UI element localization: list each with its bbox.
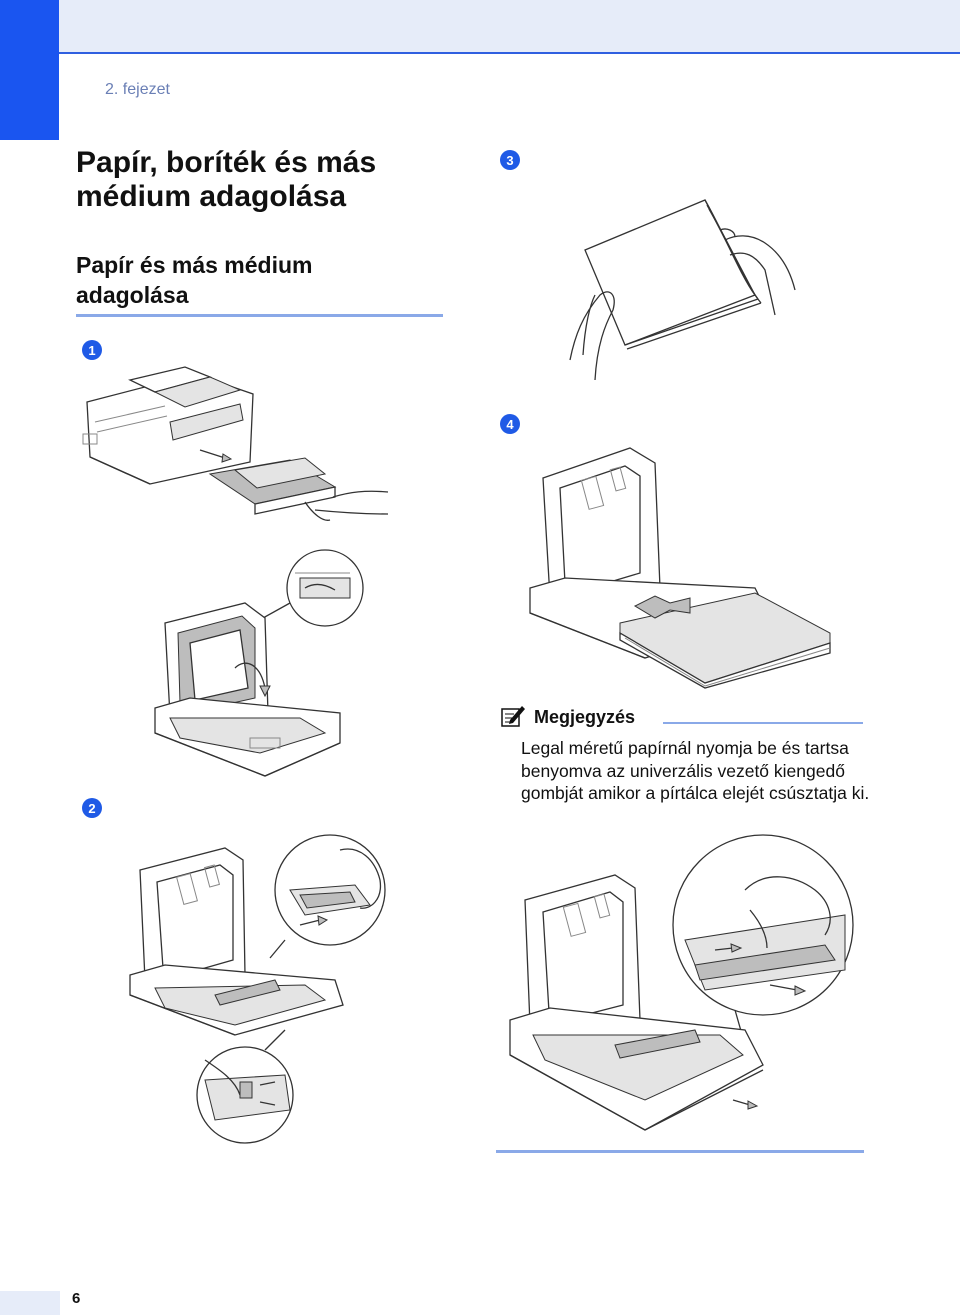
chapter-tab [0, 0, 59, 140]
note-header: Megjegyzés [498, 704, 868, 730]
tray-release-illustration [509, 834, 854, 1131]
note-body: Legal méretű papírnál nyomja be és tarts… [521, 738, 870, 803]
insert-paper-illustration [529, 447, 831, 689]
header-band [0, 0, 960, 54]
step-badge-4: 4 [500, 414, 520, 434]
printer-tray-illustration [82, 366, 389, 521]
fanning-paper-illustration [569, 199, 796, 381]
section-heading: Papír és más médium adagolása [76, 252, 313, 308]
step-badge-3: 3 [500, 150, 520, 170]
section-rule [76, 314, 443, 317]
page-number: 6 [72, 1290, 81, 1307]
page-number-band [0, 1291, 60, 1315]
chapter-label: 2. fejezet [105, 81, 170, 98]
step-badge-2: 2 [82, 798, 102, 818]
step-badge-1: 1 [82, 340, 102, 360]
tray-flap-illustration [154, 549, 364, 777]
page-title: Papír, boríték és más médium adagolása [76, 146, 377, 213]
note-rule [663, 722, 863, 724]
note-pencil-icon [501, 706, 525, 727]
paper-guide-illustration [129, 834, 386, 1144]
section-end-rule [496, 1150, 864, 1153]
note-title: Megjegyzés [534, 707, 636, 727]
